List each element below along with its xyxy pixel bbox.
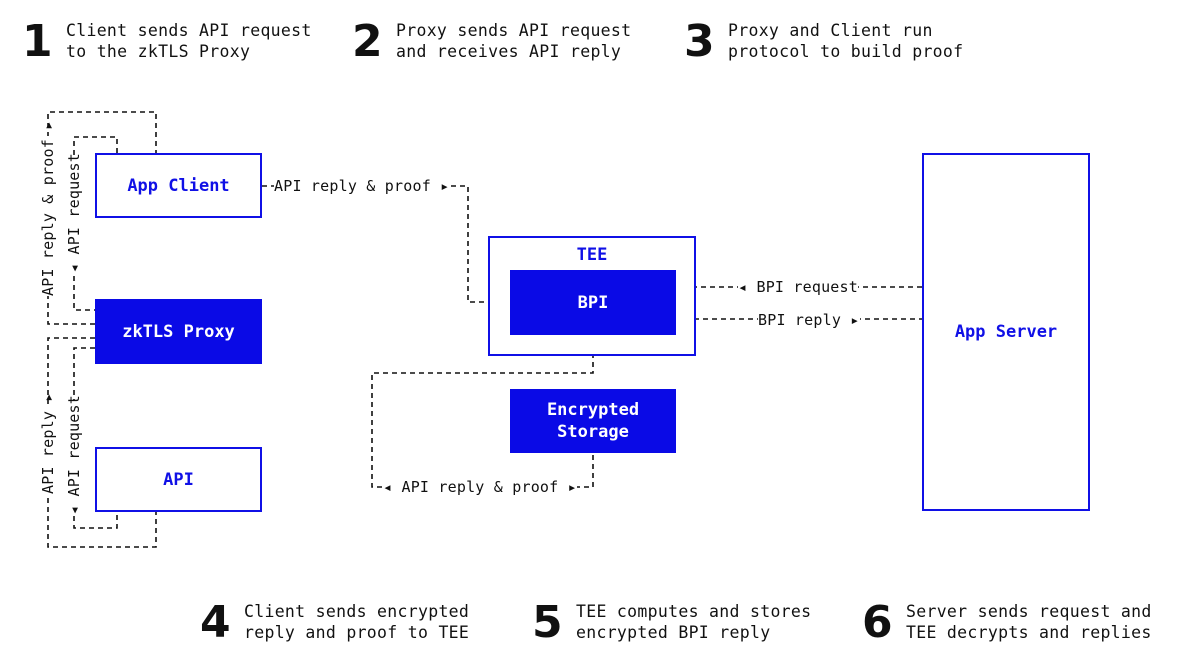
step-line: protocol to build proof bbox=[728, 42, 964, 61]
step-number: 4 bbox=[200, 597, 231, 648]
node-bpi: BPI bbox=[510, 270, 676, 335]
step-number: 3 bbox=[684, 16, 715, 67]
connector-client-to-proxy-request bbox=[73, 136, 118, 311]
step-line: Server sends request and bbox=[906, 602, 1152, 621]
label-bpi-request: ◂ BPI request bbox=[738, 278, 858, 296]
step-text: TEE computes and stores encrypted BPI rep… bbox=[576, 601, 811, 643]
step-line: reply and proof to TEE bbox=[244, 623, 470, 642]
step-line: to the zkTLS Proxy bbox=[66, 42, 251, 61]
step-line: Client sends encrypted bbox=[244, 602, 470, 621]
label-proxy-to-client-reply: API reply & proof ▸ bbox=[39, 120, 57, 296]
node-app-server: App Server bbox=[922, 153, 1090, 511]
label-storage-loop: ◂ API reply & proof ▸ bbox=[383, 478, 577, 496]
step-number: 6 bbox=[862, 597, 893, 648]
connector-client-to-tee bbox=[262, 185, 510, 303]
label-api-to-proxy-reply: API reply ▸ bbox=[39, 392, 57, 494]
step-line: Client sends API request bbox=[66, 21, 312, 40]
node-encrypted-storage: Encrypted Storage bbox=[510, 389, 676, 453]
step-number: 5 bbox=[532, 597, 563, 648]
step-number: 2 bbox=[352, 16, 383, 67]
node-zktls-proxy: zkTLS Proxy bbox=[95, 299, 262, 364]
connector-api-to-proxy-reply bbox=[47, 337, 157, 548]
label-client-to-tee: API reply & proof ▸ bbox=[274, 177, 450, 195]
node-app-client: App Client bbox=[95, 153, 262, 218]
step-number: 1 bbox=[22, 16, 53, 67]
step-line: and receives API reply bbox=[396, 42, 622, 61]
step-line: Proxy and Client run bbox=[728, 21, 933, 40]
step-text: Client sends encrypted reply and proof to… bbox=[244, 601, 469, 643]
node-api: API bbox=[95, 447, 262, 512]
label-bpi-reply: BPI reply ▸ bbox=[758, 311, 860, 329]
connector-storage-loop bbox=[371, 335, 594, 488]
step-line: encrypted BPI reply bbox=[576, 623, 771, 642]
connector-proxy-to-api-request bbox=[73, 347, 118, 529]
step-text: Client sends API request to the zkTLS Pro… bbox=[66, 20, 312, 62]
step-line: TEE computes and stores bbox=[576, 602, 812, 621]
step-line: Proxy sends API request bbox=[396, 21, 632, 40]
step-line: TEE decrypts and replies bbox=[906, 623, 1152, 642]
label-client-to-proxy-request: ◂ API request bbox=[65, 153, 83, 273]
step-text: Proxy sends API request and receives API … bbox=[396, 20, 631, 62]
step-text: Proxy and Client run protocol to build pr… bbox=[728, 20, 963, 62]
label-proxy-to-api-request: ◂ API request bbox=[65, 395, 83, 515]
connector-proxy-to-client-reply bbox=[47, 111, 157, 325]
